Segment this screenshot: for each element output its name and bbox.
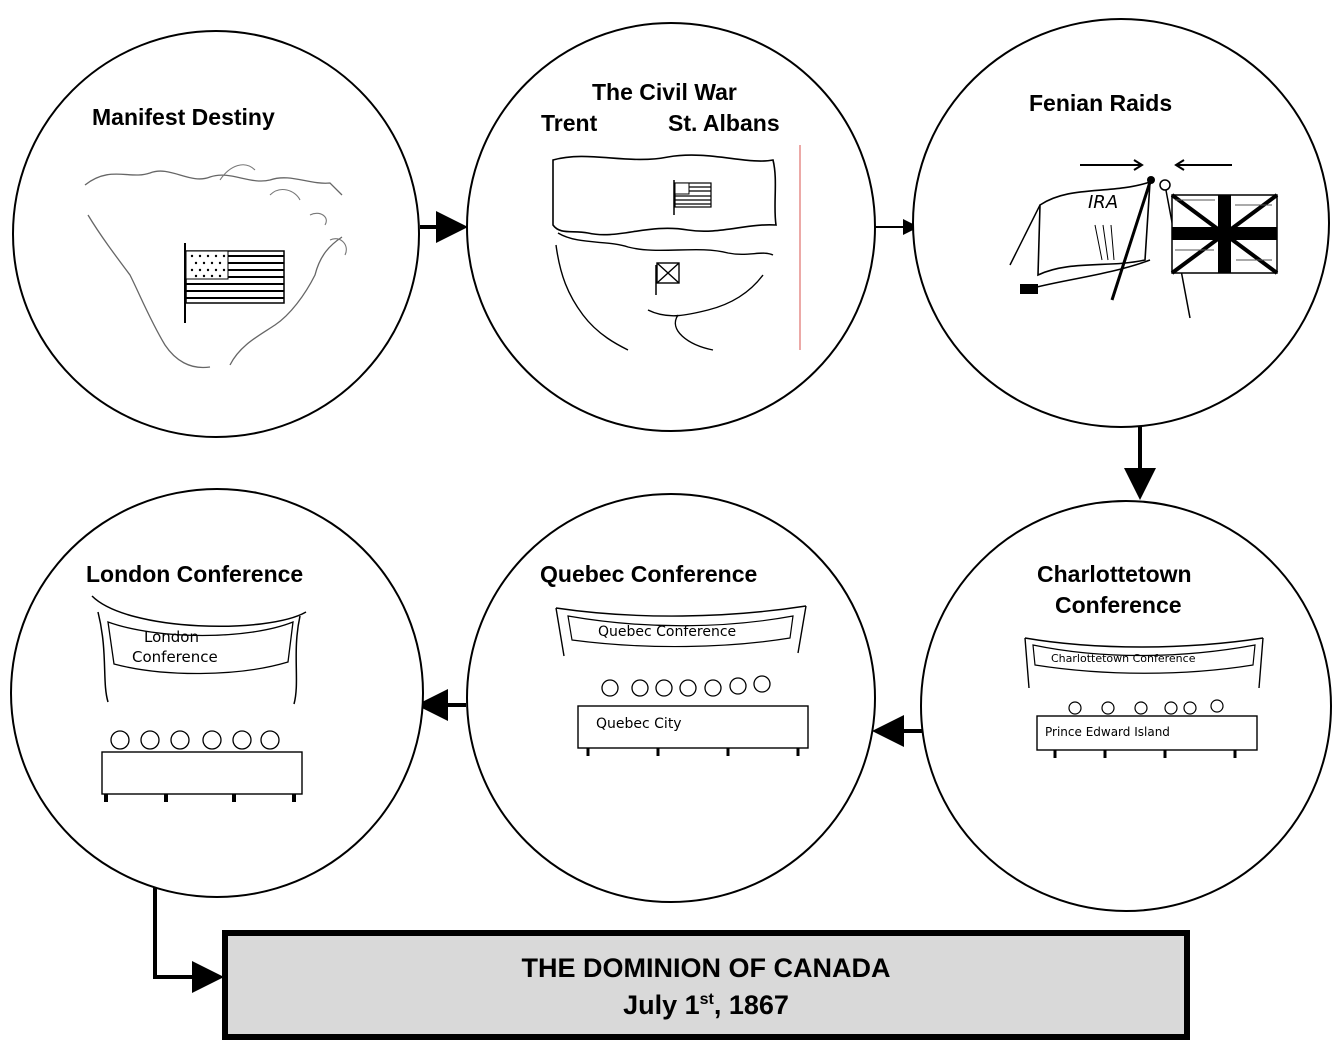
- banner-text: Charlottetown Conference: [1051, 652, 1196, 665]
- node-title: Quebec Conference: [540, 561, 758, 587]
- node-quebec-conference: [466, 493, 876, 903]
- node-civil-war: [466, 22, 876, 432]
- node-london-conference: [10, 488, 424, 898]
- date-suffix: , 1867: [713, 990, 789, 1020]
- civil-war-map-sketch: [552, 145, 801, 351]
- table-text: Quebec City: [596, 716, 682, 732]
- union-jack-flag-icon: [1159, 179, 1279, 319]
- banner-text: Quebec Conference: [598, 624, 736, 640]
- date-superscript: st: [699, 991, 714, 1008]
- node-manifest-destiny: [12, 30, 420, 438]
- confederate-flag-icon: [655, 262, 680, 295]
- node-title: London Conference: [86, 561, 304, 587]
- final-date: July 1st, 1867: [228, 984, 1184, 1021]
- fenian-raids-sketch: IRA: [1009, 159, 1279, 319]
- table-text: Prince Edward Island: [1045, 725, 1170, 739]
- flag-lettering: IRA: [1088, 192, 1118, 213]
- union-flag-icon: [673, 180, 712, 215]
- london-conference-sketch: London Conference: [91, 595, 307, 802]
- quebec-conference-sketch: Quebec Conference Quebec City: [555, 605, 809, 756]
- ira-flag-icon: IRA: [1009, 176, 1155, 301]
- node-title: The Civil War: [592, 79, 737, 105]
- us-flag-icon: [184, 243, 285, 323]
- date-prefix: July 1: [623, 990, 700, 1020]
- node-title-line1: Charlottetown: [1037, 561, 1192, 587]
- node-subtitle-trent: Trent: [541, 110, 598, 136]
- north-america-map-sketch: [84, 164, 347, 369]
- final-title: THE DOMINION OF CANADA: [521, 953, 891, 983]
- node-title: Fenian Raids: [1029, 90, 1173, 116]
- banner-text-line1: London: [144, 628, 199, 646]
- node-title: Manifest Destiny: [92, 104, 275, 130]
- node-title-line2: Conference: [1055, 592, 1182, 618]
- banner-text-line2: Conference: [132, 648, 218, 666]
- charlottetown-conference-sketch: Charlottetown Conference Prince Edward I…: [1024, 637, 1264, 758]
- arrow-london-to-dominion: [153, 882, 224, 993]
- node-charlottetown-conference: [920, 500, 1332, 912]
- node-subtitle-st-albans: St. Albans: [668, 110, 780, 136]
